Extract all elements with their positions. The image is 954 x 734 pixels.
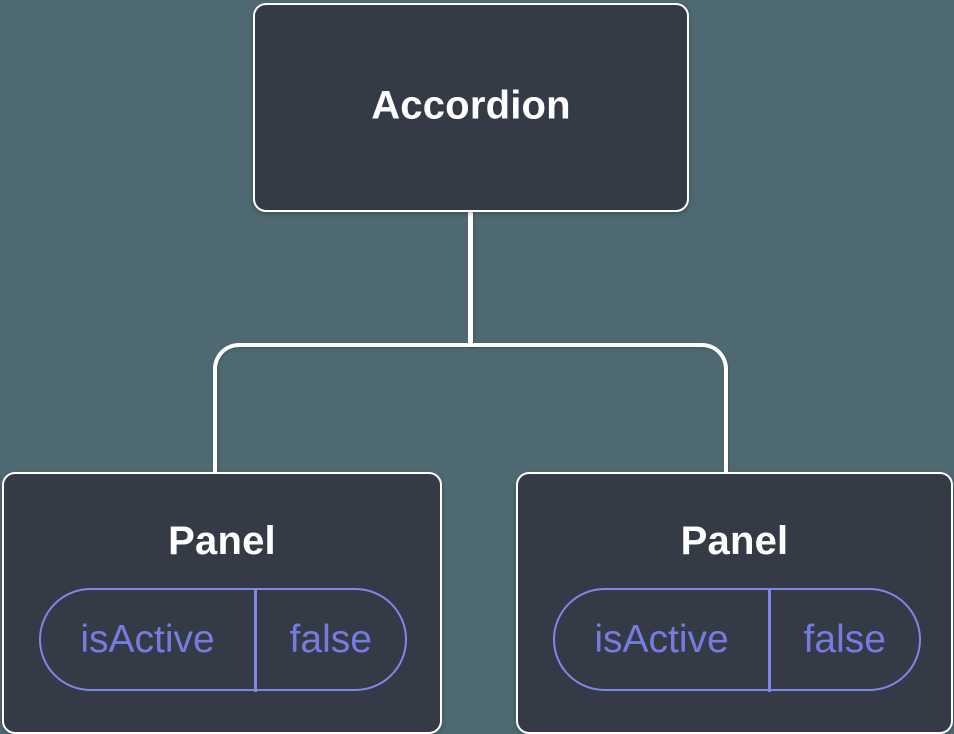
state-pill: isActive false: [553, 587, 921, 692]
state-key: isActive: [594, 617, 729, 661]
component-label: Panel: [168, 519, 276, 563]
state-key: isActive: [80, 617, 215, 661]
state-value: false: [289, 617, 372, 661]
state-pill-divider: [254, 587, 257, 692]
component-node-panel-right: Panel isActive false: [516, 472, 953, 734]
state-value: false: [803, 617, 886, 661]
state-pill-divider: [768, 587, 771, 692]
tree-connector-root-stem: [467, 210, 473, 347]
component-label: Panel: [680, 519, 789, 563]
component-node-accordion: Accordion: [253, 3, 689, 212]
component-label: Accordion: [371, 83, 571, 128]
state-pill: isActive false: [39, 587, 407, 692]
tree-connector-branch-bracket: [213, 343, 728, 472]
component-node-panel-left: Panel isActive false: [2, 472, 442, 734]
